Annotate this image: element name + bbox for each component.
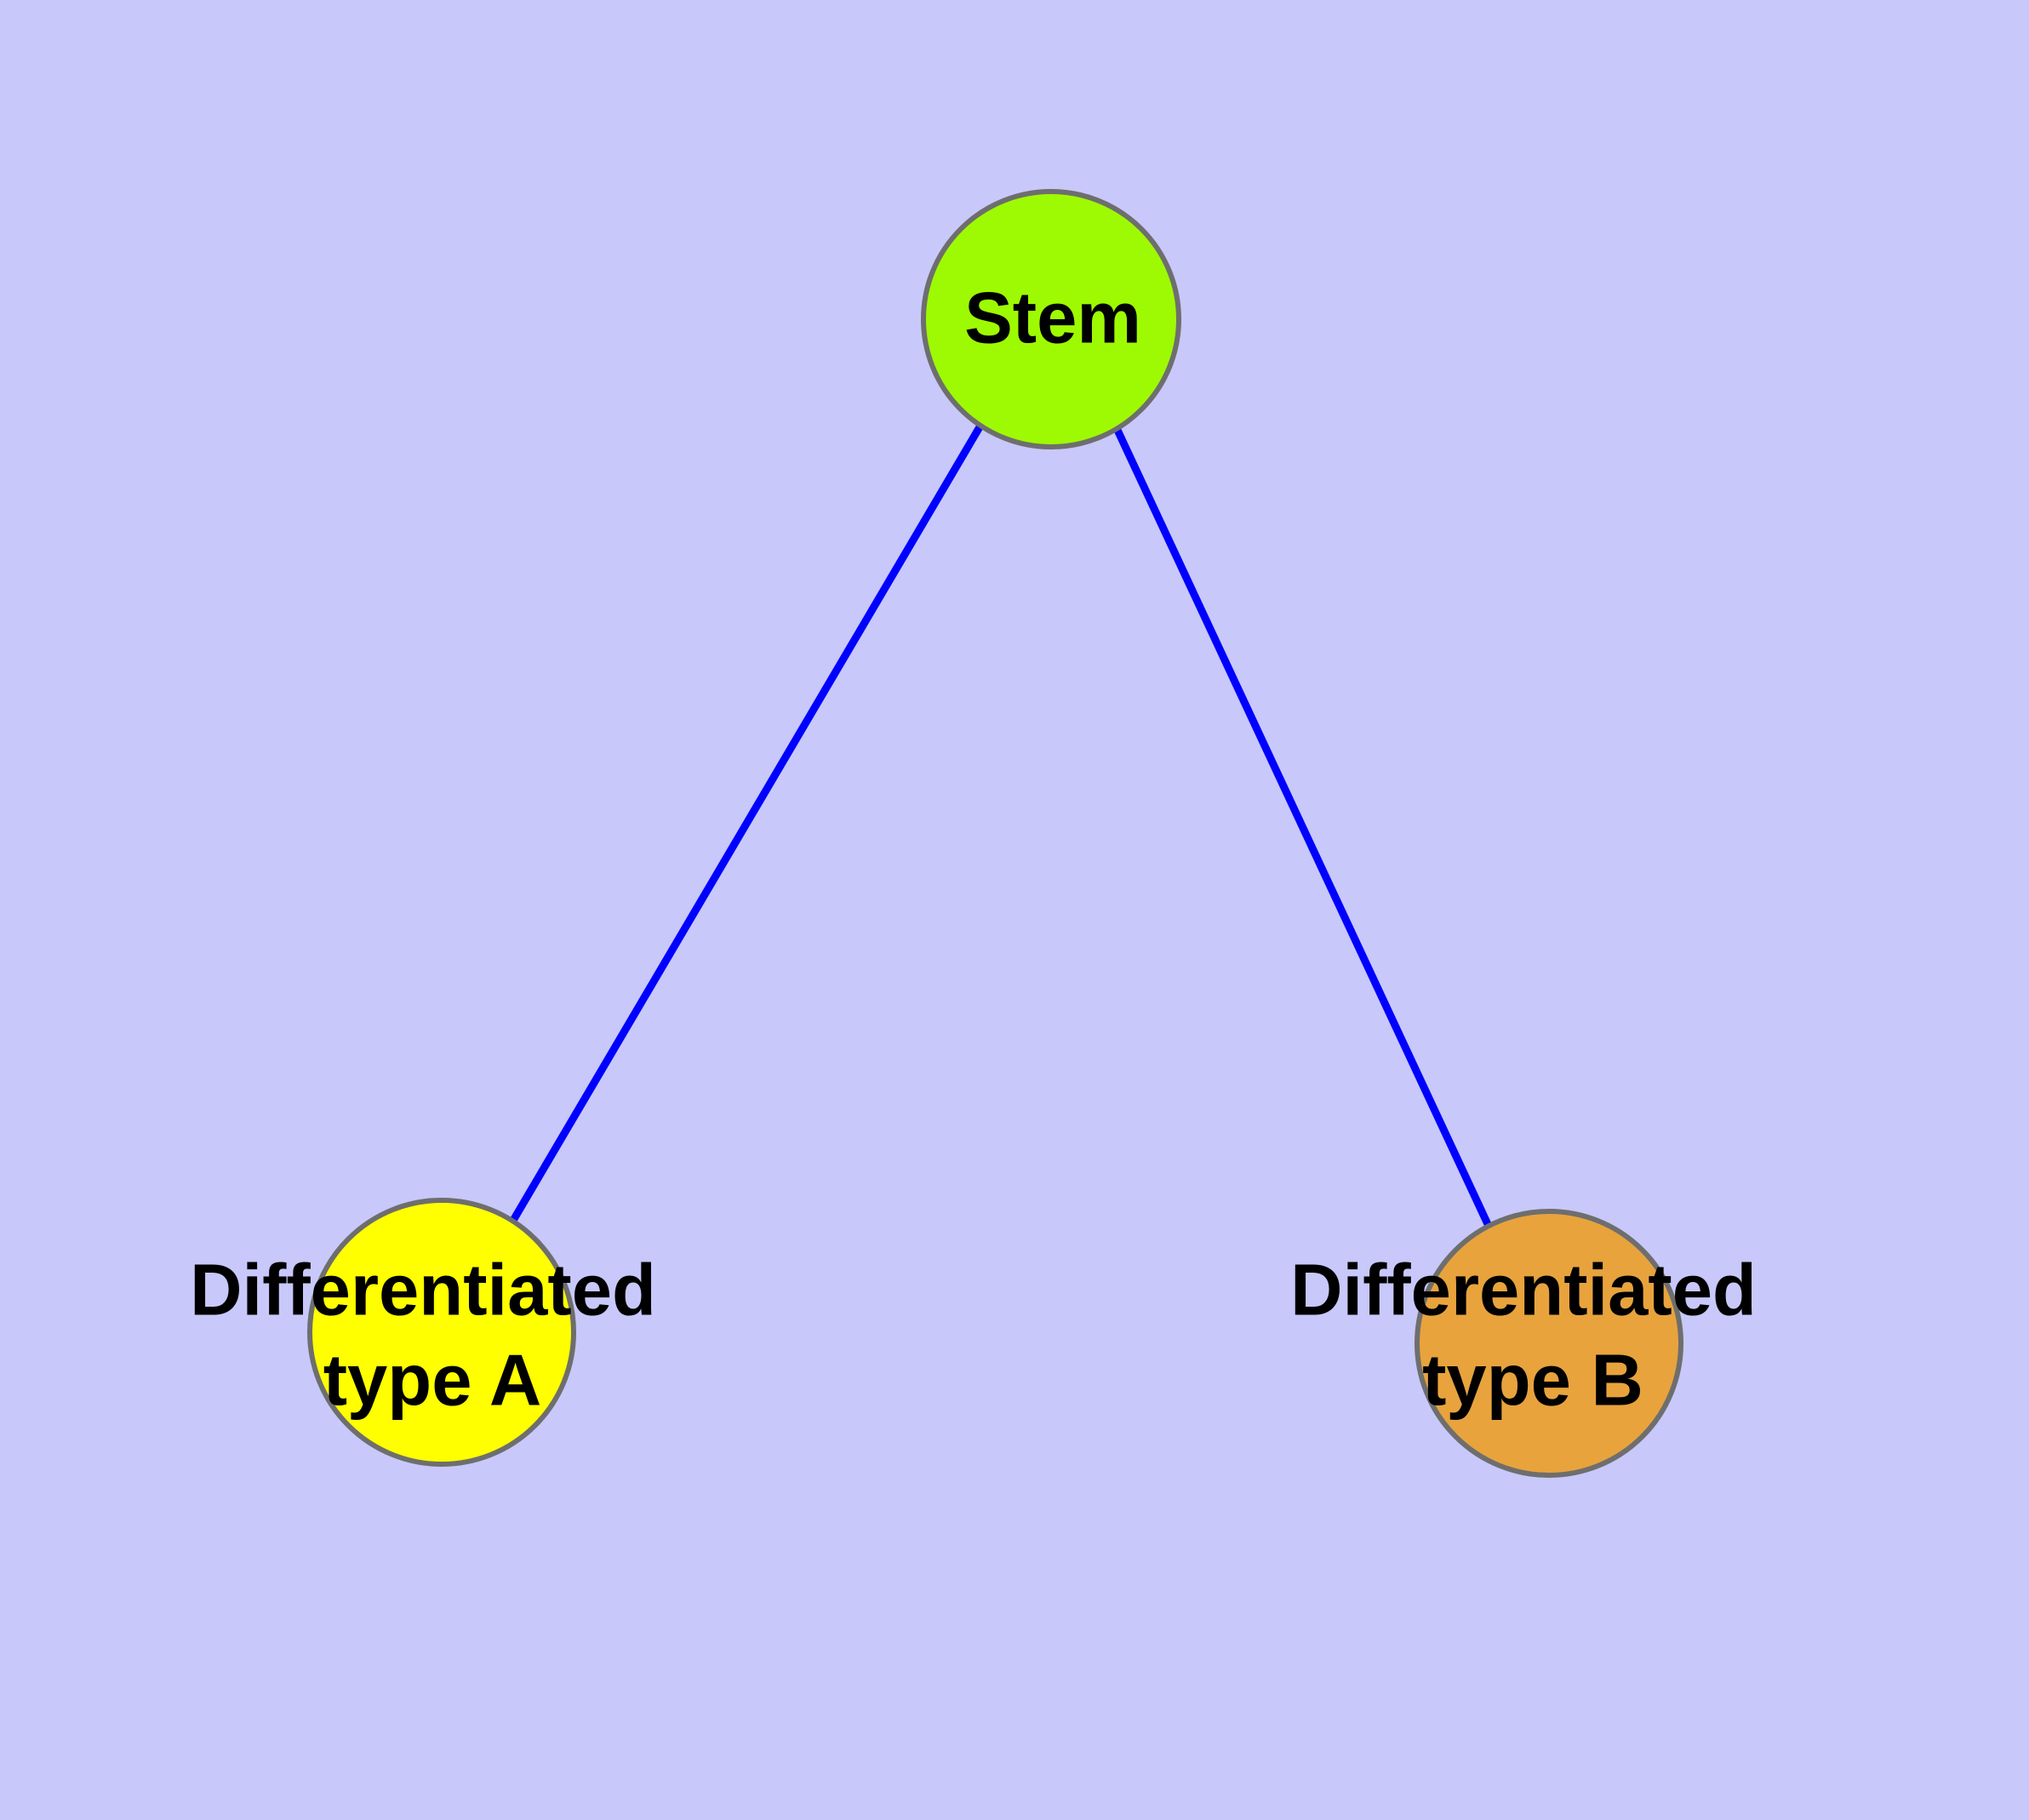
edge-stem-to-differentiated-type-b[interactable]	[1112, 426, 1492, 1226]
edge-stem-to-differentiated-type-a[interactable]	[508, 423, 984, 1226]
node-label-differentiated-type-b-line1: Differentiated	[1290, 1250, 1757, 1331]
node-stem[interactable]	[921, 189, 1181, 449]
node-label-stem: Stem	[964, 278, 1141, 358]
node-circle-stem[interactable]	[921, 189, 1181, 449]
node-label-differentiated-type-a-line2: type A	[323, 1340, 542, 1421]
node-label-differentiated-type-b-line2: type B	[1422, 1340, 1643, 1421]
node-label-differentiated-type-a-line1: Differentiated	[190, 1250, 656, 1331]
node-differentiated-type-b[interactable]	[1415, 1209, 1683, 1478]
label-layer: Stem Differentiated type A Differentiate…	[190, 278, 1757, 1421]
node-layer	[307, 189, 1683, 1478]
node-circle-differentiated-type-b[interactable]	[1415, 1209, 1683, 1478]
node-differentiated-type-a[interactable]	[307, 1198, 576, 1467]
edge-layer	[508, 423, 1492, 1226]
node-circle-differentiated-type-a[interactable]	[307, 1198, 576, 1467]
